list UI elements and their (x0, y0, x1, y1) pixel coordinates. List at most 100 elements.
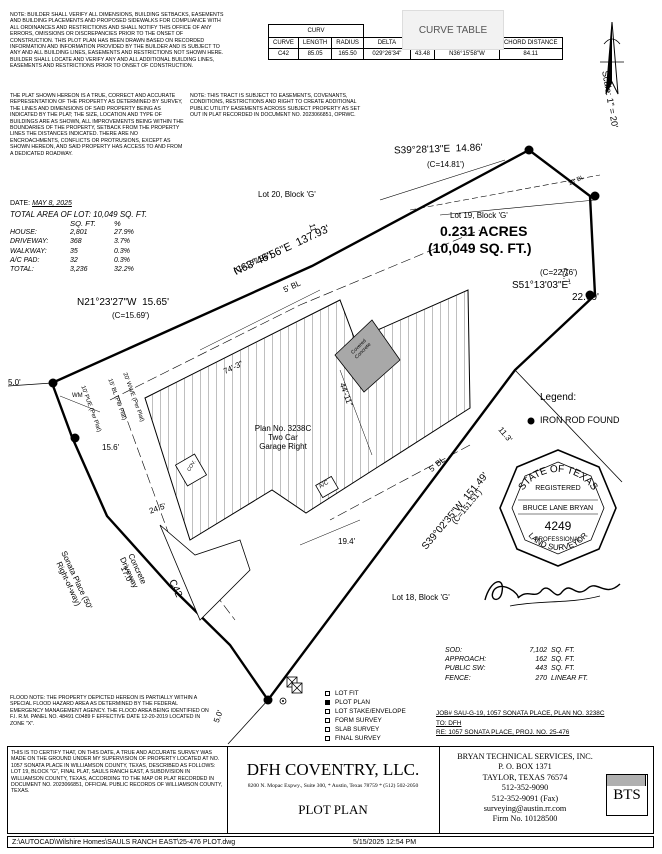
legend-title: Legend: (540, 392, 577, 403)
status-lot-fit: LOT FIT (325, 689, 406, 698)
bryan-phone: 512-352-9090 (501, 783, 549, 793)
status-form-survey: FORM SURVEY (325, 716, 406, 725)
row-line (227, 699, 269, 745)
surveyor-seal-icon: STATE OF TEXAS LAND SURVEYOR REGISTERED … (499, 449, 617, 567)
dim-44 (339, 369, 373, 456)
status-plot-plan: PLOT PLAN (325, 698, 406, 707)
footer-bar: Z:\AUTOCAD\Wilshire Homes\SAULS RANCH EA… (7, 836, 654, 848)
svg-text:4249: 4249 (545, 519, 572, 533)
document-title: PLOT PLAN (298, 802, 368, 817)
checkbox-icon (325, 736, 330, 741)
dim-194-label: 19.4' (338, 537, 356, 546)
job-line-1: JOB# SAU-G-19, 1057 SONATA PLACE, PLAN N… (436, 710, 605, 717)
house-footprint (144, 289, 471, 541)
lot-line-19-bl (439, 199, 596, 216)
easement-note: NOTE: THIS TRACT IS SUBJECT TO EASEMENTS… (190, 93, 361, 119)
ac-pad (315, 475, 339, 499)
area-stats: TOTAL AREA OF LOT: 10,049 SQ. FT. SQ. FT… (10, 210, 154, 274)
legend-iron-rod-icon (527, 417, 535, 425)
plat-note: THE PLAT SHOWN HEREON IS A TRUE, CORRECT… (10, 93, 184, 157)
flood-note: FLOOD NOTE: THE PROPERTY DEPICTED HEREON… (10, 695, 209, 727)
lot-19-label: Lot 19, Block 'G' (450, 211, 508, 220)
lot-line-north (409, 174, 601, 211)
plot-plan-drawing (7, 145, 623, 745)
signature-icon (484, 581, 621, 607)
title-block (7, 746, 654, 834)
checkbox-icon (325, 709, 330, 714)
bryan-city: TAYLOR, TEXAS 76574 (482, 772, 568, 782)
checkbox-checked-icon (325, 700, 330, 705)
iron-rod-icon (48, 378, 58, 388)
builder-note: NOTE: BUILDER SHALL VERIFY ALL DIMENSION… (10, 12, 224, 70)
bryan-name: BRYAN TECHNICAL SERVICES, INC. (457, 752, 593, 761)
checkbox-icon (325, 718, 330, 723)
status-final-survey: FINAL SURVEY (325, 734, 406, 743)
bryan-email: surveying@austin.rr.com (483, 804, 567, 814)
bryan-fax: 512-352-9091 (Fax) (491, 793, 559, 803)
setback-5-label: 5.0' (8, 378, 21, 387)
lot-20-label: Lot 20, Block 'G' (258, 190, 316, 199)
iron-rod-icon (585, 290, 595, 300)
dim-wm (59, 395, 101, 413)
bryan-info: BRYAN TECHNICAL SERVICES, INC. P. O. BOX… (441, 752, 609, 825)
company-address: 8200 N. Mopac Expwy., Suite 300, * Austi… (247, 783, 419, 789)
curve-cell: 84.11 (498, 48, 563, 60)
driveway (159, 524, 251, 621)
svg-text:BRUCE LANE BRYAN: BRUCE LANE BRYAN (523, 505, 593, 512)
title-divider (227, 746, 228, 834)
bts-logo-band (606, 774, 646, 786)
curve-table-stub: CURV (268, 24, 364, 38)
bts-logo-icon: BTS (606, 774, 648, 816)
wm-label: WM (72, 393, 83, 399)
date-label: DATE: (10, 200, 31, 207)
lot-boundary (50, 148, 597, 703)
acres-sqft-label: (10,049 SQ. FT.) (428, 240, 532, 256)
dim-194 (299, 519, 361, 546)
right-bearing: S51°13'03"E (512, 280, 569, 291)
svg-text:PROFESSIONAL: PROFESSIONAL (535, 537, 582, 543)
curve-table-row: C42 85.05 165.50 029°26'34" 43.48 N36°15… (268, 48, 563, 60)
building-line-5 (109, 229, 481, 401)
dim-156-label: 15.6' (102, 443, 120, 452)
building-line-5b (329, 444, 471, 521)
company-name: DFH COVENTRY, LLC. (246, 760, 420, 779)
left-calc: (C=15.69') (112, 311, 150, 320)
iron-rod-icon (524, 145, 534, 155)
lot-18-label: Lot 18, Block 'G' (392, 593, 450, 602)
lot-line-18 (514, 369, 623, 483)
right-dist: 22.69' (572, 292, 599, 303)
cov-box (174, 453, 208, 487)
status-slab-survey: SLAB SURVEY (325, 725, 406, 734)
top-calc: (C=14.81') (427, 160, 465, 169)
left-bearing: N21°23'27"W 15.65' (77, 297, 169, 308)
checkbox-icon (325, 727, 330, 732)
date-value: MAY 8, 2025 (32, 200, 72, 207)
job-line-3: RE: 1057 SONATA PLACE, PROJ. NO. 25-476 (436, 729, 570, 736)
acres-label: 0.231 ACRES (440, 223, 528, 239)
svg-text:REGISTERED: REGISTERED (535, 485, 581, 492)
iron-rod-icon (263, 695, 273, 705)
covered-concrete-patio (334, 319, 401, 393)
right-calc: (C=22.76') (540, 268, 578, 277)
status-lot-stake: LOT STAKE/ENVELOPE (325, 707, 406, 716)
curve-cell: 85.05 (297, 48, 333, 60)
date-line: DATE: MAY 8, 2025 (10, 200, 72, 207)
file-path: Z:\AUTOCAD\Wilshire Homes\SAULS RANCH EA… (12, 839, 236, 846)
curve-table-title: CURVE TABLE (402, 10, 504, 50)
job-line-2: TO: DFH (436, 719, 462, 727)
bryan-box: P. O. BOX 1371 (498, 762, 552, 772)
iron-rod-icon (590, 191, 600, 201)
north-arrow-icon (600, 21, 624, 95)
status-legend: LOT FIT PLOT PLAN LOT STAKE/ENVELOPE FOR… (325, 689, 406, 743)
legend-item: IRON ROD FOUND (540, 415, 620, 425)
dim-74 (199, 289, 321, 351)
